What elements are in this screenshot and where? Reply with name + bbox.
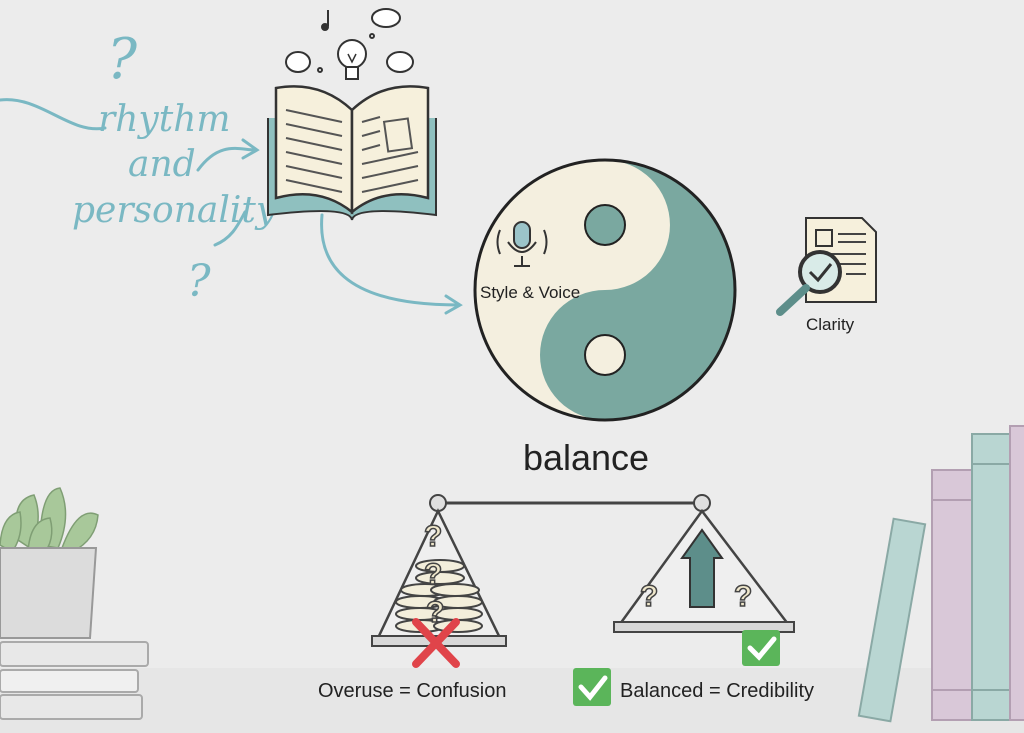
caption-balanced: Balanced = Credibility [620, 680, 814, 702]
green-check-icon-scale [742, 630, 780, 666]
left-question-mark-bottom: ? [426, 596, 444, 629]
green-check-icon-caption [573, 668, 611, 706]
table-surface [0, 668, 1024, 733]
document-magnifier-icon [776, 217, 877, 316]
script-and: and [128, 144, 196, 185]
question-mark-bottom: ? [187, 256, 211, 307]
left-question-mark-middle: ? [424, 558, 442, 591]
coin-stack-icon [395, 559, 483, 633]
arrow-to-book-head [241, 138, 260, 160]
caption-overuse: Overuse = Confusion [318, 680, 506, 702]
swirl-line [0, 98, 107, 131]
music-note-icon [321, 10, 329, 31]
style-voice-label: Style & Voice [480, 283, 580, 302]
arrow-to-yinyang-head [444, 294, 463, 315]
potted-plant-icon [0, 487, 99, 639]
arrow-to-book-line [196, 146, 257, 172]
yin-yang-symbol [473, 158, 737, 422]
microphone-icon [496, 221, 548, 267]
clarity-label: Clarity [806, 315, 855, 334]
red-x-icon [412, 618, 460, 668]
lightbulb-icon [337, 39, 367, 80]
up-arrow-icon [680, 528, 724, 608]
left-scale-pan: ? ? ? [371, 508, 507, 668]
stacked-books-left [0, 641, 149, 720]
balance-scale: ? ? ? ? ? [371, 494, 795, 668]
handwriting-group: ? rhythm and personality ? [0, 27, 277, 307]
thought-clouds-icon [285, 8, 414, 73]
open-book-icon [267, 85, 437, 221]
question-mark-top: ? [107, 27, 138, 92]
bookshelf-books-right [857, 425, 1024, 723]
right-question-mark-right: ? [734, 580, 752, 613]
right-question-mark-left: ? [640, 580, 658, 613]
balance-title: balance [523, 437, 649, 478]
script-rhythm: rhythm [98, 99, 231, 140]
arrow-to-yinyang-line [320, 213, 460, 307]
script-personality: personality [72, 190, 277, 231]
right-scale-pan: ? ? [613, 508, 795, 666]
swirl-tail [213, 210, 247, 247]
left-question-mark-top: ? [424, 520, 442, 553]
